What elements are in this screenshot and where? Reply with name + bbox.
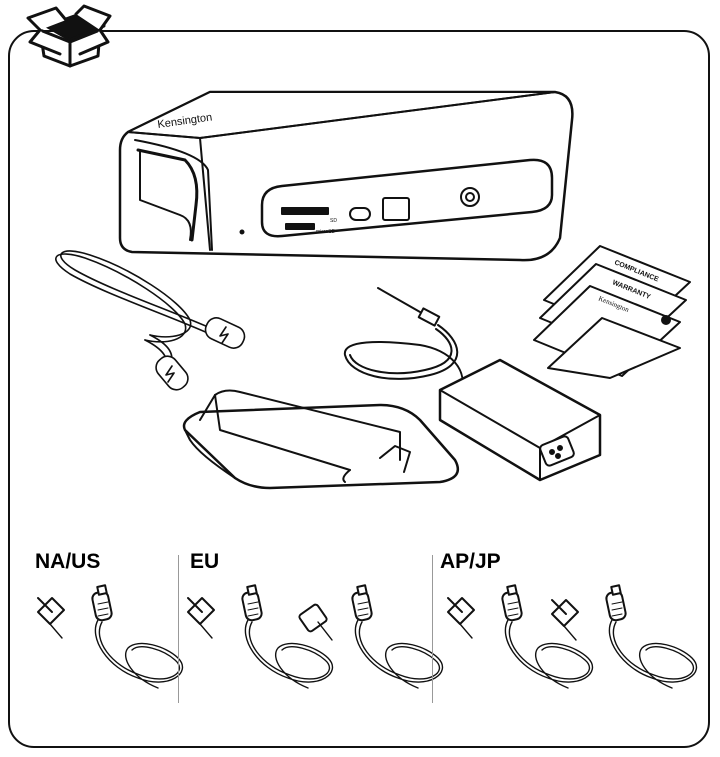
eu-plug-icon	[187, 597, 215, 639]
uk-power-cord	[298, 584, 444, 689]
eu-power-cord	[187, 584, 334, 689]
uk-plug-icon	[298, 603, 333, 641]
region-label-na-us: NA/US	[35, 550, 101, 573]
us-power-cord	[37, 584, 184, 689]
au-plug-icon	[447, 597, 475, 639]
microsd-port-label: microSD	[316, 229, 336, 235]
region-label-ap-jp: AP/JP	[440, 550, 501, 573]
jp-plug-icon	[551, 599, 579, 641]
sd-port-label: SD	[330, 218, 337, 224]
region-divider	[432, 555, 433, 703]
documents-stack	[533, 245, 691, 379]
region-divider	[178, 555, 179, 703]
dock-stand	[182, 389, 460, 490]
jp-power-cord	[551, 584, 698, 689]
package-contents-frame	[8, 30, 710, 748]
au-power-cord	[447, 584, 594, 689]
open-box-icon	[26, 4, 112, 68]
power-adapter	[343, 287, 602, 482]
thunderbolt-cable	[55, 250, 246, 391]
docking-station	[118, 90, 574, 262]
us-plug-icon	[37, 597, 65, 639]
region-label-eu: EU	[190, 550, 220, 573]
